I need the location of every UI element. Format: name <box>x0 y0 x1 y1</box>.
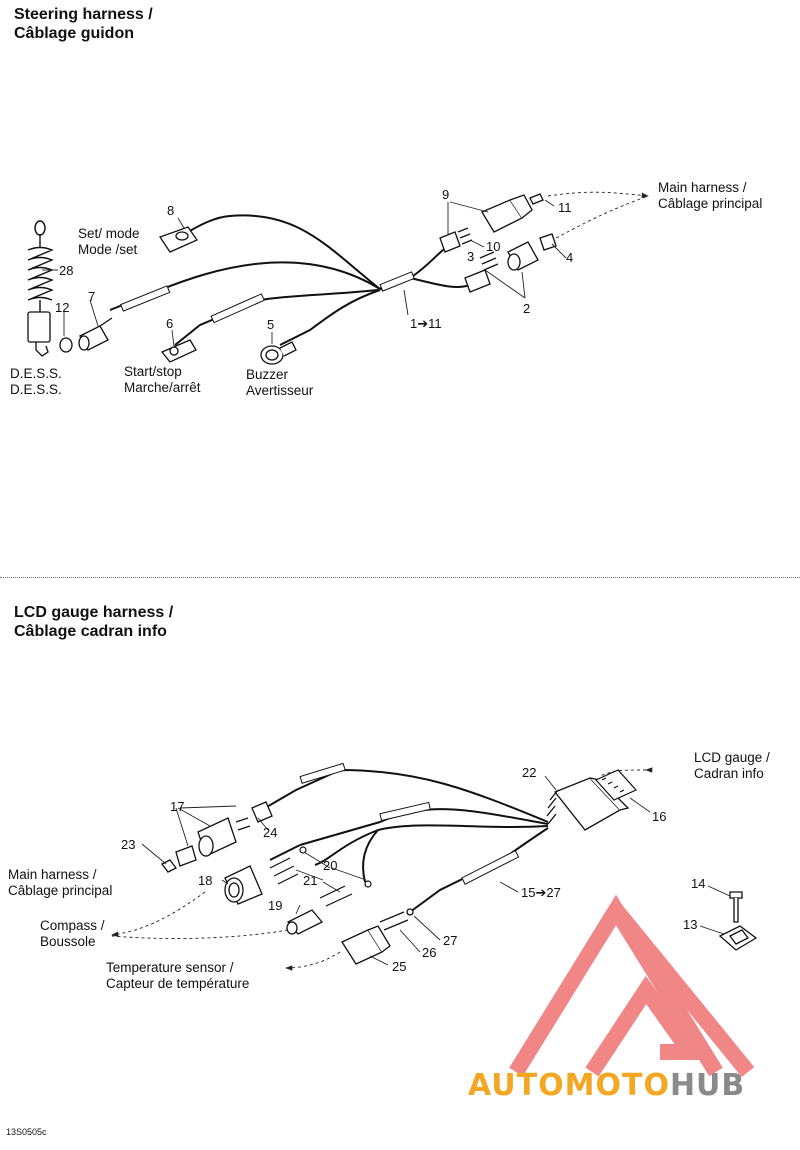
label-set-mode: Set/ mode Mode /set <box>78 226 140 258</box>
set-mode-switch <box>158 226 198 253</box>
label-start-stop: Start/stop Marche/arrêt <box>124 364 201 396</box>
label-compass-fr: Boussole <box>40 934 96 949</box>
part-number-19: 19 <box>268 898 283 913</box>
part-number-25: 25 <box>392 959 407 974</box>
part-number-20: 20 <box>323 858 338 873</box>
part-number-11: 11 <box>558 200 572 215</box>
part-number-2: 2 <box>523 301 531 316</box>
mount-screw-plate <box>718 891 758 951</box>
part-number-1-11: 1➔11 <box>410 316 442 331</box>
label-lcd-gauge: LCD gauge / Cadran info <box>694 750 770 782</box>
section-divider <box>0 577 800 578</box>
steering-title-fr: Câblage guidon <box>14 25 134 42</box>
dess-connector <box>59 317 113 353</box>
logo-part-hub: HUB <box>669 1068 746 1103</box>
label-dess-fr: D.E.S.S. <box>10 382 62 397</box>
label-lcd-gauge-fr: Cadran info <box>694 766 764 781</box>
label-buzzer: Buzzer Avertisseur <box>246 367 313 399</box>
logo-part-moto: MOTO <box>564 1068 670 1103</box>
start-stop-switch <box>160 339 197 363</box>
label-compass: Compass / Boussole <box>40 918 105 950</box>
lcd-title-en: LCD gauge harness / <box>14 604 174 621</box>
label-start-stop-en: Start/stop <box>124 364 182 379</box>
label-set-mode-en: Set/ mode <box>78 226 140 241</box>
label-lcd-gauge-en: LCD gauge / <box>694 750 770 765</box>
label-lcd-main-harness-fr: Câblage principal <box>8 883 113 898</box>
label-main-harness-lcd: Main harness / Câblage principal <box>8 867 112 899</box>
part-number-23: 23 <box>121 837 136 852</box>
part-number-22: 22 <box>522 765 537 780</box>
lcd-leaders <box>111 767 731 971</box>
label-set-mode-fr: Mode /set <box>78 242 138 257</box>
part-number-24: 24 <box>263 825 278 840</box>
logo-part-auto: AUTO <box>468 1068 565 1103</box>
part-number-17: 17 <box>170 799 185 814</box>
part-number-12: 12 <box>55 300 70 315</box>
steering-connectors <box>439 193 557 293</box>
label-temp-fr: Capteur de température <box>106 976 250 991</box>
steering-harness-title: Steering harness / Câblage guidon <box>14 5 153 43</box>
temperature-connector <box>341 908 414 965</box>
label-dess: D.E.S.S. D.E.S.S. <box>10 366 62 398</box>
part-number-26: 26 <box>422 945 437 960</box>
label-main-harness-steering: Main harness / Câblage principal <box>658 180 762 212</box>
part-number-9: 9 <box>442 187 450 202</box>
part-number-10: 10 <box>486 239 501 254</box>
label-main-harness-en: Main harness / <box>658 180 747 195</box>
part-number-14: 14 <box>691 876 706 891</box>
part-number-6: 6 <box>166 316 174 331</box>
dess-post <box>27 311 51 357</box>
gauge-seal <box>595 769 637 801</box>
diagram-code: 13S0505c <box>6 1127 47 1137</box>
label-temperature-sensor: Temperature sensor / Capteur de températ… <box>106 960 249 992</box>
label-lcd-main-harness-en: Main harness / <box>8 867 97 882</box>
part-number-5: 5 <box>267 317 275 332</box>
label-start-stop-fr: Marche/arrêt <box>124 380 201 395</box>
steering-title-en: Steering harness / <box>14 6 153 23</box>
part-number-18: 18 <box>198 873 213 888</box>
compass-connector <box>224 865 324 935</box>
lcd-title-fr: Câblage cadran info <box>14 623 167 640</box>
part-number-7: 7 <box>88 289 96 304</box>
part-number-21: 21 <box>303 873 318 888</box>
part-number-28: 28 <box>59 263 74 278</box>
label-buzzer-fr: Avertisseur <box>246 383 314 398</box>
logo-mark <box>509 894 755 1078</box>
part-number-4: 4 <box>566 250 574 265</box>
label-compass-en: Compass / <box>40 918 105 933</box>
label-dess-en: D.E.S.S. <box>10 366 62 381</box>
automotohub-logo: AUTOMOTOHUB <box>468 1068 745 1103</box>
lcd-wires <box>264 768 549 913</box>
part-number-16: 16 <box>652 809 667 824</box>
label-temp-en: Temperature sensor / <box>106 960 234 975</box>
steering-leaders <box>42 191 649 347</box>
dess-coil-cord <box>27 220 54 312</box>
main-harness-connector <box>161 801 273 873</box>
part-number-13: 13 <box>683 917 698 932</box>
part-number-15-27: 15➔27 <box>521 885 561 900</box>
part-number-3: 3 <box>467 249 475 264</box>
label-buzzer-en: Buzzer <box>246 367 289 382</box>
part-number-27: 27 <box>443 933 458 948</box>
lcd-pins <box>269 846 372 907</box>
lcd-harness-title: LCD gauge harness / Câblage cadran info <box>14 603 173 641</box>
label-main-harness-fr: Câblage principal <box>658 196 763 211</box>
part-number-8: 8 <box>167 203 175 218</box>
buzzer <box>260 341 297 365</box>
